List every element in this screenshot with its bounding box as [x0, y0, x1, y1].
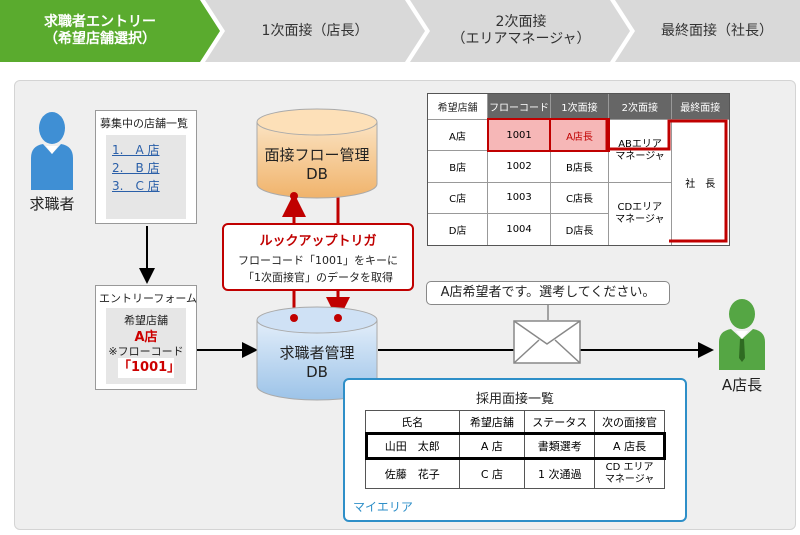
step-banner [0, 0, 800, 62]
entry-form-store-value[interactable]: A店 [134, 330, 158, 345]
flow-cell-second-ab: ABエリア マネージャ [608, 118, 672, 183]
step-arrow-2 [205, 0, 425, 62]
red-dot-top [290, 192, 298, 200]
lookup-line2: 「1次面接官」のデータを取得 [243, 271, 393, 284]
step-arrow-1 [0, 0, 220, 62]
manager-label: A店長 [721, 376, 763, 394]
interview-th-store: 希望店舗 [458, 410, 526, 433]
flow-row-b: B店 1002 B店長 [428, 150, 729, 183]
flow-cell-store: D店 [428, 213, 489, 245]
interview-cell-next: A 店長 [594, 432, 665, 459]
flow-cell-final: 社 長 [671, 118, 729, 245]
lookup-trigger-box: ルックアップトリガ フローコード「1001」をキーに 「1次面接官」のデータを取… [222, 223, 414, 291]
flow-cell-first: C店長 [550, 181, 610, 214]
flow-th-store: 希望店舗 [428, 94, 489, 120]
lookup-line1: フローコード「1001」をキーに [238, 254, 398, 267]
flow-cell-store: B店 [428, 150, 489, 183]
interview-th-next: 次の面接官 [594, 410, 665, 433]
interview-cell-name: 佐藤 花子 [365, 458, 460, 489]
flow-cell-store: C店 [428, 181, 489, 214]
flow-th-code: フローコード [487, 94, 551, 120]
entry-form-flow-value[interactable]: 「1001」 [118, 358, 180, 378]
interview-row-selected[interactable]: 山田 太郎 A 店 書類選考 A 店長 [364, 431, 666, 460]
my-area-box: 採用面接一覧 氏名 希望店舗 ステータス 次の面接官 山田 太郎 A 店 書類選… [343, 378, 687, 522]
entry-form-title: エントリーフォーム [99, 292, 198, 305]
flow-db-label: 面接フロー管理 DB [264, 146, 370, 183]
interview-cell-name: 山田 太郎 [365, 432, 460, 459]
interview-cell-store: A 店 [458, 432, 526, 459]
flow-db-cylinder [256, 108, 378, 199]
entry-form-store-label: 希望店舗 [124, 314, 168, 327]
step-label-2: 1次面接（店長） [261, 22, 369, 39]
applicant-label: 求職者 [29, 195, 75, 213]
flow-row-a: A店 1001 A店長 ABエリア マネージャ 社 長 [428, 118, 729, 245]
store-list-body [106, 135, 186, 219]
interview-cell-store: C 店 [458, 458, 526, 489]
envelope-icon [513, 320, 581, 364]
message-bubble: A店希望者です。選考してください。 [426, 281, 670, 305]
applicant-db-label: 求職者管理 DB [279, 344, 355, 381]
interview-cell-status: 1 次通過 [524, 458, 596, 489]
flow-cell-store: A店 [428, 118, 489, 151]
flow-th-final: 最終面接 [671, 94, 729, 120]
red-dot-left [290, 314, 298, 322]
red-dot-right [334, 314, 342, 322]
manager-person-icon [719, 299, 765, 370]
interview-list-title: 採用面接一覧 [475, 392, 554, 407]
flow-cell-first: D店長 [550, 213, 610, 245]
interview-cell-status: 書類選考 [524, 432, 596, 459]
interview-row[interactable]: 佐藤 花子 C 店 1 次通過 CD エリア マネージャ [365, 458, 665, 489]
interview-th-status: ステータス [524, 410, 596, 433]
step-arrow-4 [615, 0, 800, 62]
flow-cell-first: B店長 [550, 150, 610, 183]
interview-cell-next: CD エリア マネージャ [594, 458, 665, 489]
flow-cell-second-cd: CDエリア マネージャ [608, 181, 672, 245]
store-list-item-b[interactable]: 2. B 店 [112, 161, 160, 175]
flow-th-second: 2次面接 [608, 94, 672, 120]
step-arrow-3 [410, 0, 630, 62]
entry-form-flow-label: ※フローコード [108, 345, 184, 358]
entry-form-doc: エントリーフォーム 希望店舗 A店 ※フローコード 「1001」 [95, 285, 197, 390]
step-label-3: 2次面接 （エリアマネージャ） [451, 14, 591, 47]
flow-cell-code: 1003 [487, 181, 551, 214]
store-list-title: 募集中の店舗一覧 [100, 117, 188, 130]
step-label-1: 求職者エントリー （希望店舗選択） [44, 14, 156, 47]
store-list-items: 1. A 店 2. B 店 3. C 店 [112, 141, 182, 195]
flow-th-first: 1次面接 [550, 94, 610, 120]
store-list-item-a[interactable]: 1. A 店 [112, 143, 160, 157]
flow-cell-code: 1002 [487, 150, 551, 183]
lookup-title: ルックアップトリガ [259, 234, 377, 249]
my-area-label: マイエリア [353, 500, 413, 514]
flow-cell-code: 1004 [487, 213, 551, 245]
flow-table-frame: 希望店舗 フローコード 1次面接 2次面接 最終面接 A店 1001 A店長 A… [427, 93, 730, 246]
flow-table: 希望店舗 フローコード 1次面接 2次面接 最終面接 A店 1001 A店長 A… [428, 94, 729, 245]
flow-cell-code-highlight: 1001 [486, 118, 552, 152]
store-list-item-c[interactable]: 3. C 店 [112, 179, 160, 193]
applicant-person-icon [31, 112, 73, 190]
flow-cell-first-highlight: A店長 [549, 118, 610, 152]
step-label-4: 最終面接（社長） [661, 22, 773, 39]
store-list-doc: 募集中の店舗一覧 1. A 店 2. B 店 3. C 店 [95, 110, 197, 224]
interview-table: 氏名 希望店舗 ステータス 次の面接官 山田 太郎 A 店 書類選考 A 店長 … [364, 410, 666, 489]
interview-th-name: 氏名 [365, 410, 460, 433]
